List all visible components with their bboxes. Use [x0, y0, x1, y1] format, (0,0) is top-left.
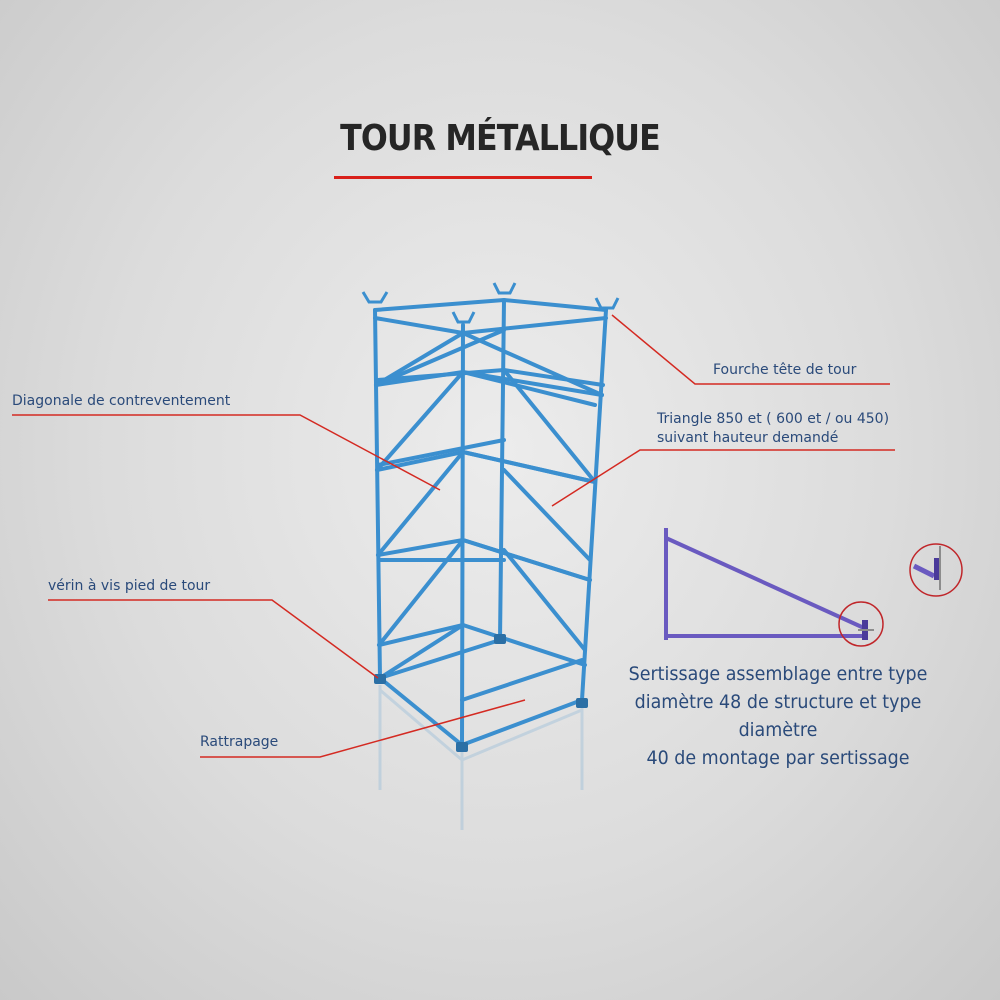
label-fourche: Fourche tête de tour — [713, 362, 857, 378]
leader-verin — [48, 599, 379, 679]
triangle-bracket-illustration — [664, 528, 874, 640]
label-triangle-line2: suivant hauteur demandé — [657, 430, 839, 446]
leader-rattrapage — [200, 699, 526, 758]
label-triangle-line1: Triangle 850 et ( 600 et / ou 450) — [657, 411, 890, 427]
crimp-detail-circle — [838, 601, 884, 647]
diagonal-brace — [374, 331, 465, 387]
leader-diagonale — [12, 414, 441, 491]
fork-head-back — [492, 282, 517, 295]
base-jack-back — [494, 634, 506, 644]
upright-front-mid — [460, 323, 465, 747]
label-rattrapage: Rattrapage — [200, 734, 279, 750]
base-jack-mid — [456, 742, 468, 752]
label-diagonale: Diagonale de contreventement — [12, 393, 231, 409]
page-title: TOUR MÉTALLIQUE — [340, 118, 661, 159]
title-underline — [334, 176, 592, 179]
tower-reflection — [378, 685, 584, 830]
crimp-caption-line2: diamètre 48 de structure et type diamètr… — [634, 691, 922, 741]
fork-head-mid — [451, 311, 476, 324]
crimp-caption-line3: 40 de montage par sertissage — [646, 747, 910, 769]
label-triangle: Triangle 850 et ( 600 et / ou 450) suiva… — [657, 410, 889, 448]
crimp-zoom-circle — [909, 543, 963, 597]
crimp-caption: Sertissage assemblage entre type diamètr… — [603, 660, 953, 772]
tower-structure — [373, 298, 608, 747]
fork-head-right — [594, 297, 620, 310]
base-jack-right — [576, 698, 588, 708]
leader-lines — [12, 314, 895, 758]
leader-fourche — [611, 314, 890, 385]
upright-front-right — [580, 308, 608, 702]
label-verin: vérin à vis pied de tour — [48, 578, 211, 594]
fork-heads — [361, 282, 620, 324]
leader-triangle — [551, 449, 895, 507]
fork-head-left — [361, 291, 389, 304]
crimp-caption-line1: Sertissage assemblage entre type — [628, 663, 928, 685]
upright-front-left — [373, 308, 382, 680]
base-jacks — [374, 634, 588, 752]
